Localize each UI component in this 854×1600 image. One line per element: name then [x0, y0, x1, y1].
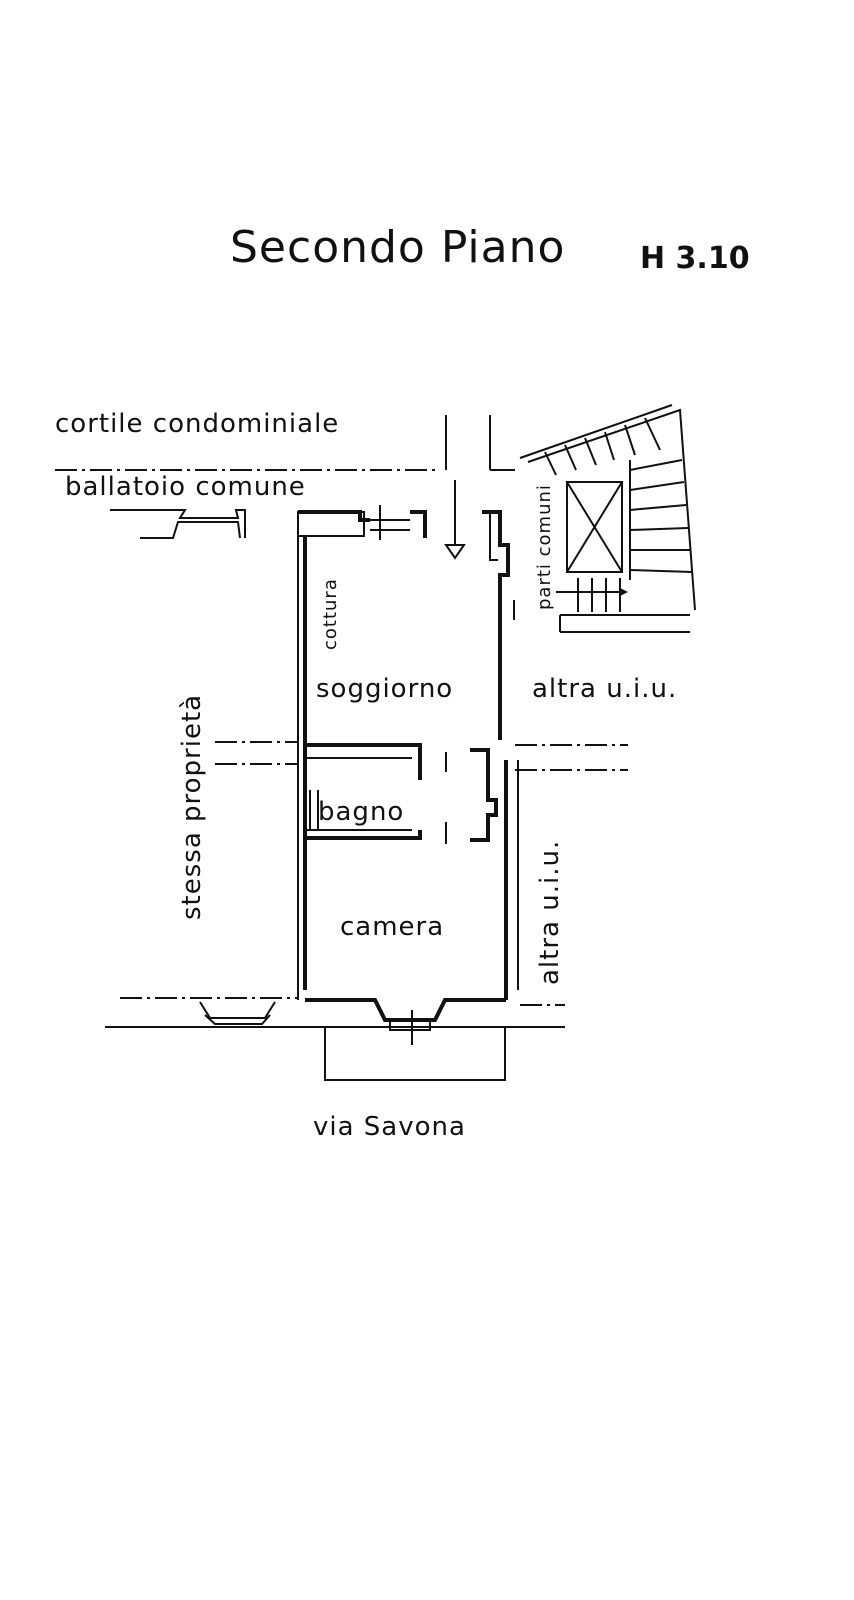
balcony-left [110, 509, 246, 539]
label-same-property: stessa proprietà [177, 694, 207, 920]
plan-title: Secondo Piano [230, 222, 565, 273]
entrance-arrow [444, 480, 466, 560]
label-bedroom: camera [340, 912, 444, 942]
courtyard-boundary [55, 415, 515, 471]
section-lines [120, 741, 628, 1006]
ceiling-height: H 3.10 [640, 241, 750, 276]
label-living-room: soggiorno [316, 674, 453, 704]
label-common-parts: parti comuni [534, 484, 555, 610]
label-other-unit-bottom: altra u.i.u. [535, 840, 565, 985]
balcony-bottom-left [199, 1001, 276, 1025]
label-street: via Savona [313, 1112, 466, 1142]
label-courtyard: cortile condominiale [55, 409, 339, 439]
street-boundary [105, 1010, 565, 1081]
label-balcony: ballatoio comune [65, 472, 306, 502]
label-other-unit-right: altra u.i.u. [532, 674, 677, 704]
stairwell [519, 404, 696, 633]
label-bathroom: bagno [318, 797, 404, 827]
label-cooking: cottura [320, 578, 341, 650]
apartment-walls [297, 505, 519, 1031]
